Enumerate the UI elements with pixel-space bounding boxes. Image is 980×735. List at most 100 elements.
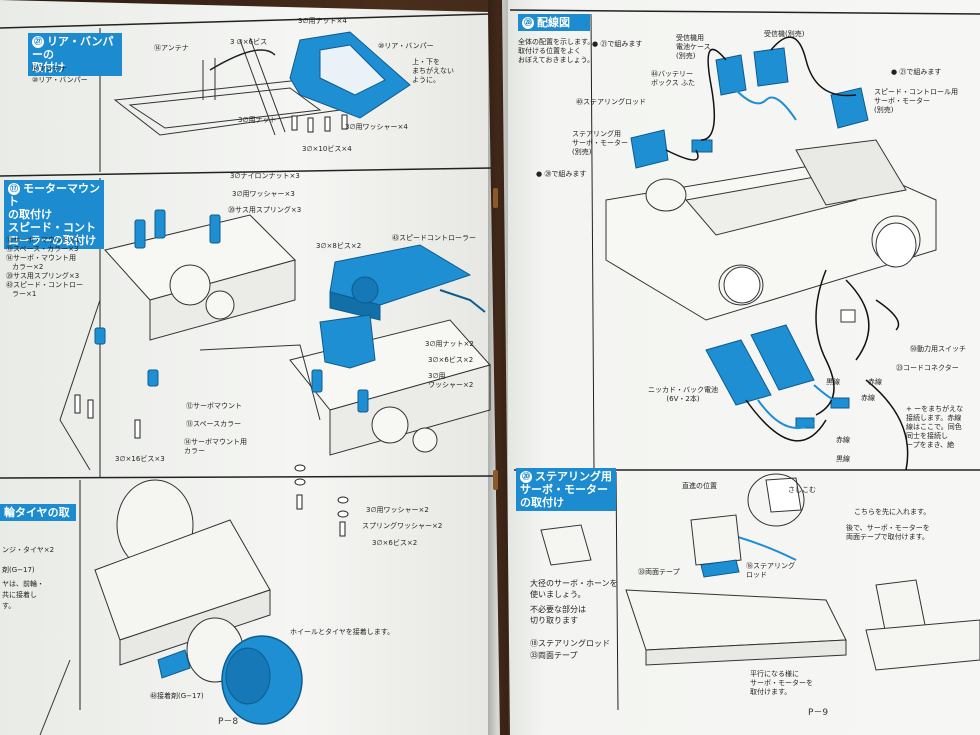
motor-part-2: ⑬スペース・カラー×3 (6, 245, 79, 253)
wiring (665, 36, 909, 471)
rear-bumper-part-1: ⑭アンテナ (32, 65, 67, 73)
motor-part-5: ⑳サス用スプリング×3 (6, 272, 80, 280)
page-number-right: P－9 (808, 708, 829, 718)
label-black-wire-2: 黒線 (836, 455, 850, 463)
label-screw-3x16-x3: 3∅×16ビス×3 (115, 455, 165, 463)
motor-mount-title-4: ローラーの取付け (8, 234, 96, 247)
suspension-springs (94, 209, 369, 413)
steering-part-tape: ㉝両面テープ (530, 651, 578, 660)
label-red-wire-3: 赤線 (836, 436, 850, 444)
motor-part-6: ㊸スピード・コントロー (6, 281, 83, 289)
steering-part-rod: ⑱ステアリングロッド (530, 639, 610, 648)
label-space-collar: ⑬スペースカラー (186, 420, 242, 428)
rear-bumper-title-1: リア・バンパーの (32, 35, 114, 61)
label-attach-later: 後で、サーボ・モーターを 両面テープで取付けます。 (846, 524, 930, 541)
staple-bottom (493, 470, 498, 490)
label-spring-washer-x2: スプリングワッシャー×2 (362, 522, 443, 530)
tire-part-3: ヤは、前輪・ (2, 580, 44, 588)
label-red-wire-2: 赤線 (861, 394, 875, 402)
steering-title-1: ステアリング用 (535, 470, 612, 483)
receiver-and-battery-case (630, 47, 869, 169)
label-red-wire-1: 赤線 (868, 378, 882, 386)
label-spring-x3: ⑳サス用スプリング×3 (228, 206, 302, 214)
tire-title: 輪タイヤの取 (4, 506, 70, 519)
motor-part-3: ⑭サーボ・マウント用 (6, 254, 76, 262)
label-insert: さしこむ (788, 486, 816, 494)
label-washer-x2-right: 3∅用 ワッシャー×2 (428, 372, 474, 389)
label-screw-3x6-x2: 3∅×6ビス×2 (428, 356, 474, 364)
motor-mount-title-1: モーターマウント (8, 182, 100, 208)
label-step21-a: ● ㉑で組みます (592, 40, 643, 48)
servo-mount-part (319, 314, 376, 369)
gearbox-drawing (59, 214, 491, 471)
motor-part-4: カラー×2 (12, 263, 44, 271)
tire-part-1: ンジ・タイヤ×2 (2, 546, 55, 554)
label-speed-servo: スピード・コントロール用 サーボ・モーター (別売) (874, 88, 958, 114)
motor-part-7: ラー×1 (12, 290, 37, 298)
left-page-illustrations (0, 13, 495, 735)
label-nut-x4: 3∅用ナット×4 (298, 17, 347, 25)
label-insert-first: こちらを先に入れます。 (854, 508, 931, 516)
label-receiver: 受信機(別売) (764, 30, 805, 38)
steering-title-2: サーボ・モーター (520, 483, 608, 496)
label-screw-3x8-x2: 3∅×8ビス×2 (316, 242, 362, 250)
label-step20: ● ⑳で組みます (536, 170, 587, 178)
screws-row (291, 114, 348, 133)
rear-bumper-part-2: ⑩リア・バンパー (32, 76, 88, 84)
label-washer-x2: 3∅用ワッシャー×2 (366, 506, 429, 514)
label-wheel-tire-glue-note: ホイールとタイヤを接着します。 (290, 628, 395, 636)
label-cord-connector: ㉓コードコネクター (896, 364, 959, 372)
label-rear-bumper: ⑩リア・バンパー (378, 42, 434, 50)
tire-part-5: す。 (2, 602, 16, 610)
label-screw-3x6-x2-b: 3∅×6ビス×2 (372, 539, 418, 547)
label-washer-x3: 3∅用ワッシャー×3 (232, 190, 295, 198)
section-header-tire: 輪タイヤの取 (0, 504, 76, 521)
label-straight-position: 直進の位置 (682, 482, 717, 490)
label-servo-mount-collar: ⑭サーボマウント用 カラー (184, 438, 247, 455)
label-black-wire-1: 黒線 (826, 378, 840, 386)
wiring-intro: 全体の配置を示します。 取付ける位置をよく おぼえておきましょう。 (518, 38, 595, 64)
label-parallel-note: 平行になる様に サーボ・モーターを 取付けます。 (750, 670, 813, 696)
motor-mount-title-3: スピード・コント (8, 221, 96, 234)
steering-servo-drawing (540, 477, 980, 671)
label-antenna: ⑭アンテナ (154, 44, 189, 52)
double-sided-tape-part (700, 559, 740, 578)
label-servo-mount: ⑫サーボマウント (186, 402, 242, 410)
nicad-battery-packs (705, 324, 850, 429)
label-battery-box-lid: ㊹バッテリー ボックス ふた (651, 70, 696, 87)
label-steering-rod-2: ⑱ステアリング ロッド (746, 562, 795, 579)
label-steering-rod: ㊵ステアリングロッド (576, 98, 646, 106)
label-tape: ㉝両面テープ (638, 568, 680, 576)
speed-controller-part (329, 244, 486, 321)
label-screw-3x10-x4: 3∅×10ビス×4 (302, 145, 352, 153)
label-screw-3x6: 3 ∅×6ビス (230, 38, 268, 46)
right-page-illustrations (509, 9, 980, 711)
label-receiver-battery-case: 受信機用 電池ケース (別売) (676, 34, 711, 60)
rear-bumper-title-2: 取付け (32, 61, 65, 74)
steering-title-3: の取付け (520, 496, 564, 509)
label-polarity-note: + ーをまちがえな 接続します。赤線 線はここで。同色 同士を接続し ープをまき… (906, 405, 964, 449)
tire-part (221, 635, 303, 725)
wiring-title: 配線図 (537, 16, 570, 29)
motor-part-1: ⑫サーボ・マウント×1 (6, 236, 80, 244)
label-power-switch: ㊿動力用スイッチ (910, 345, 966, 353)
label-nicad-pack: ニッカド・バック電池 (6V・2本) (648, 386, 718, 403)
tire-part-4: 共に接着し (2, 591, 37, 599)
book-spine (488, 0, 508, 735)
glue-tube (157, 649, 191, 679)
page-number-left: P－8 (218, 717, 239, 727)
label-speed-controller: ㊸スピードコントローラー (392, 234, 476, 242)
label-orientation-note: 上・下を まちがえない ように。 (412, 58, 454, 84)
label-washer-x4: 3∅用ワッシャー×4 (345, 123, 408, 131)
staple-top (493, 188, 498, 208)
label-steering-servo: ステアリング用 サーボ・モーター (別売) (572, 130, 628, 156)
label-nut-lower: 3∅用ナット (238, 116, 277, 124)
power-switch-part (840, 309, 856, 323)
steering-note-trim: 不必要な部分は 切り取ります (530, 605, 586, 625)
